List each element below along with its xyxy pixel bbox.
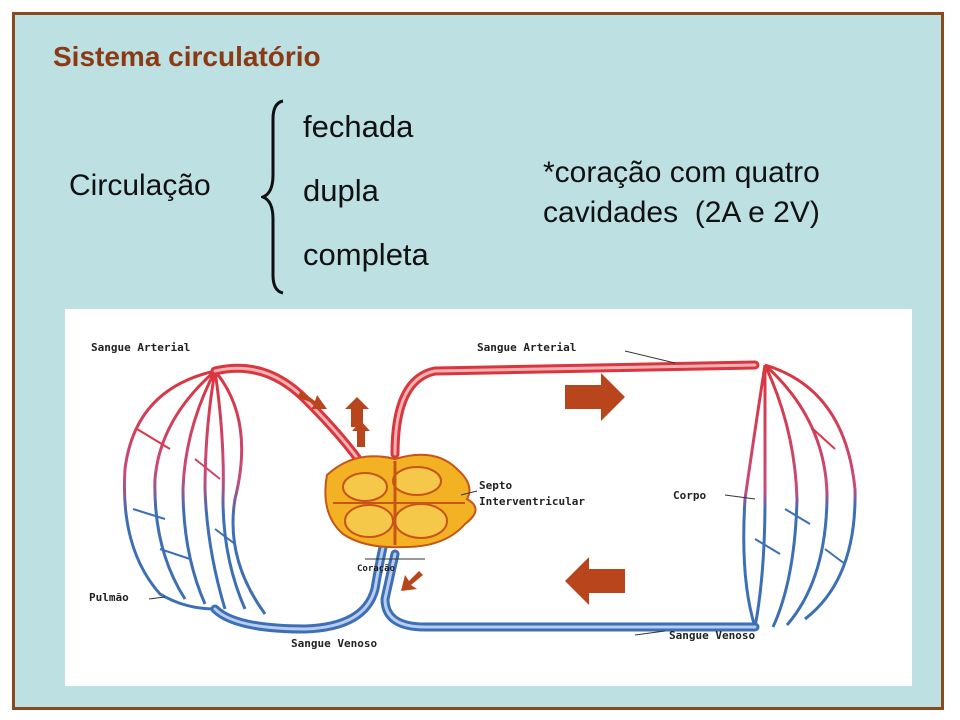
class-item-fechada: fechada [303, 109, 414, 144]
body-capillaries [742, 363, 857, 628]
circulation-diagram: Sangue Arterial Sangue Arterial Septo In… [65, 309, 912, 686]
lung-capillaries [122, 369, 267, 615]
arterial-vessels [210, 360, 760, 474]
label-pulmao: Pulmão [89, 591, 129, 604]
heart-note-line2: cavidades (2A e 2V) [543, 196, 820, 229]
label-sangue-arterial-left: Sangue Arterial [91, 341, 190, 354]
arrow-down-left-icon [401, 571, 423, 591]
arrow-diag-icon [297, 391, 327, 409]
venous-vessels [210, 534, 760, 634]
label-coracao: Coração [357, 564, 395, 574]
slide: Sistema circulatório Circulação fechada … [12, 12, 944, 710]
heart-note-line1: *coração com quatro [543, 156, 820, 189]
arrow-up-icon [345, 397, 369, 427]
circulation-diagram-svg: Sangue Arterial Sangue Arterial Septo In… [89, 341, 857, 650]
label-corpo: Corpo [673, 489, 706, 502]
label-sangue-venoso-right: Sangue Venoso [669, 629, 755, 642]
class-item-completa: completa [303, 237, 429, 272]
label-sangue-arterial-right: Sangue Arterial [477, 341, 576, 354]
slide-title: Sistema circulatório [53, 41, 321, 72]
label-septo-line1: Septo [479, 479, 512, 492]
label-septo-line2: Interventricular [479, 495, 585, 508]
heart-note: *coração com quatro cavidades (2A e 2V) [543, 153, 820, 233]
circulation-label: Circulação [69, 169, 211, 202]
heart-shape [324, 453, 477, 549]
arrow-left-icon [565, 557, 625, 605]
label-sangue-venoso-left: Sangue Venoso [291, 637, 377, 650]
flow-arrows [297, 373, 625, 605]
leader-lines [148, 350, 756, 636]
curly-brace [261, 99, 284, 295]
class-item-dupla: dupla [303, 173, 379, 208]
arrow-up-small-icon [352, 421, 370, 447]
arrow-right-icon [565, 373, 625, 421]
